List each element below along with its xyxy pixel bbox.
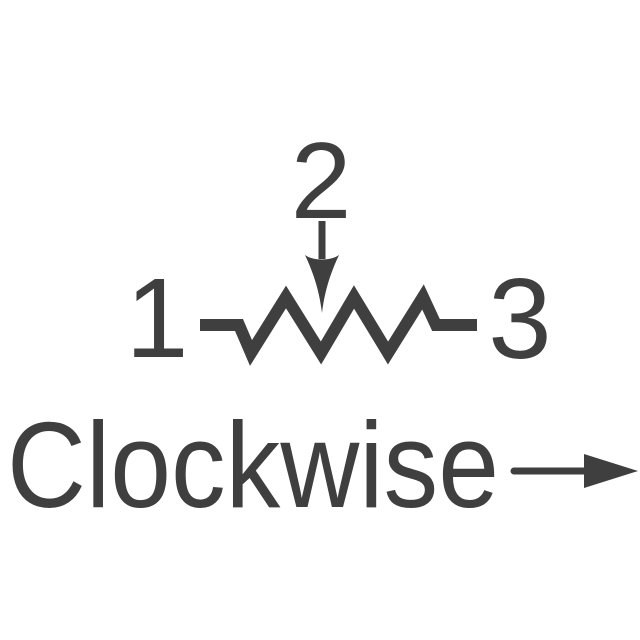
terminal-1-label: 1 [126,255,189,381]
resistor-zigzag [200,284,477,366]
terminal-3-label: 3 [488,256,551,383]
clockwise-arrowhead [584,454,638,488]
clockwise-label: Clockwise [7,397,499,533]
wiper-arrow-icon [305,221,339,313]
wiper-arrowhead [305,255,339,313]
clockwise-arrow-icon [510,454,638,488]
